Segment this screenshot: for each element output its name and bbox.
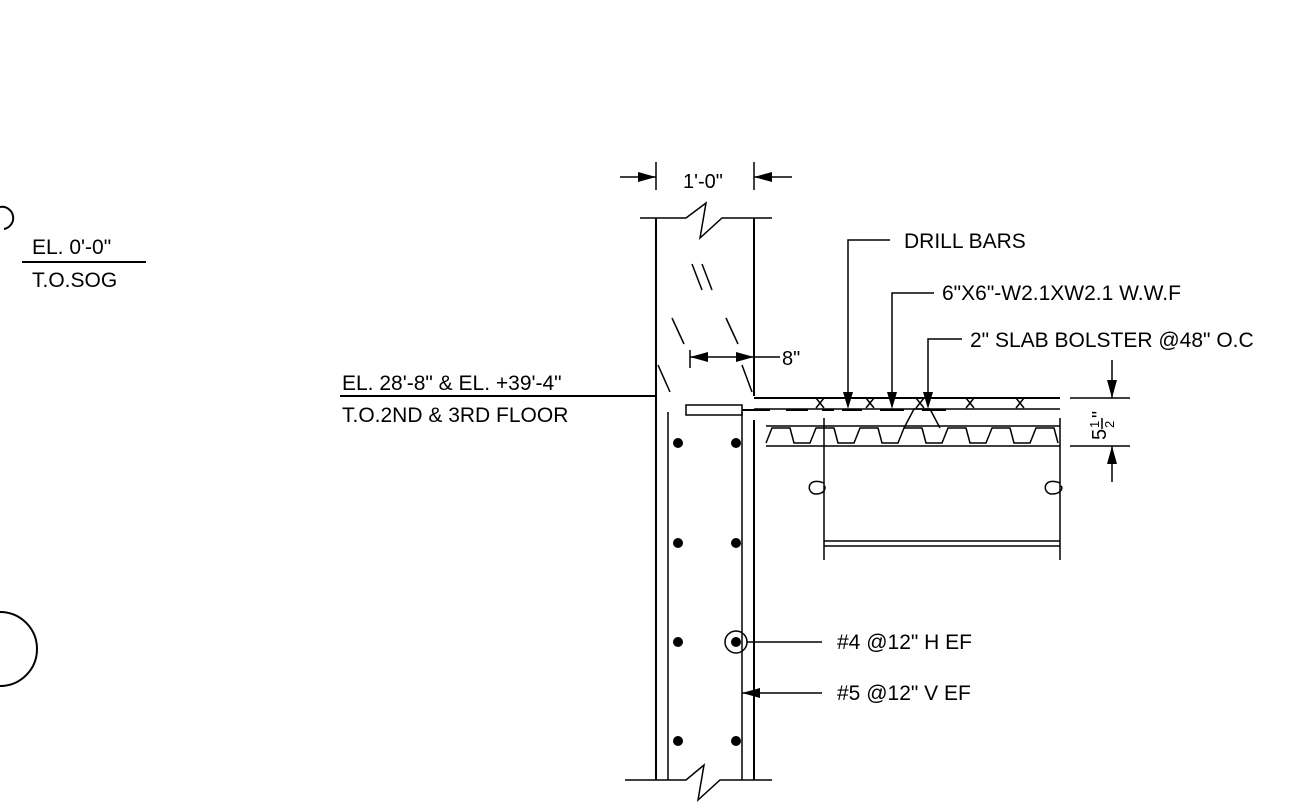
sog-elevation-text: EL. 0'-0" [32,236,111,259]
wwf-callout: 6"X6"-W2.1XW2.1 W.W.F [887,282,1181,409]
slab-thickness-inch: " [1089,411,1111,418]
slab-thickness-dimension: 5 1 2 " [1070,360,1130,482]
slab-top-lines [685,397,1060,416]
embed-text: 8" [782,348,800,370]
wwf-text: 6"X6"-W2.1XW2.1 W.W.F [942,282,1181,305]
partial-detail-circle-top [0,205,15,230]
floor-elevation-text: EL. 28'-8" & EL. +39'-4" [342,372,562,395]
vertical-bars-text: #5 @12" V EF [837,682,971,705]
vertical-bars-callout: #5 @12" V EF [742,682,971,705]
wall-width-text: 1'-0" [683,171,723,193]
concrete-wall [625,201,772,803]
steel-beam [808,418,1063,560]
bolster-callout: 2" SLAB BOLSTER @48" O.C [923,329,1254,409]
embed-dimension: 8" [689,348,800,370]
horizontal-bars-callout: #4 @12" H EF [724,630,972,654]
floor-reference-text: T.O.2ND & 3RD FLOOR [342,404,568,427]
slab-thickness-whole: 5 [1089,429,1111,440]
sog-reference-text: T.O.SOG [32,269,117,292]
partial-detail-circle-bottom [0,611,38,687]
drill-bars-text: DRILL BARS [904,230,1026,253]
slab-bolster [903,408,941,429]
wall-rebar-dots [673,438,741,746]
drill-bars-callout: DRILL BARS [843,230,1026,409]
slab-thickness-num: 1 [1087,421,1102,428]
bolster-text: 2" SLAB BOLSTER @48" O.C [970,329,1254,352]
metal-deck [765,425,1060,447]
horizontal-bars-text: #4 @12" H EF [837,631,972,654]
slab-thickness-den: 2 [1102,421,1117,428]
wall-width-dimension: 1'-0" [620,162,792,193]
